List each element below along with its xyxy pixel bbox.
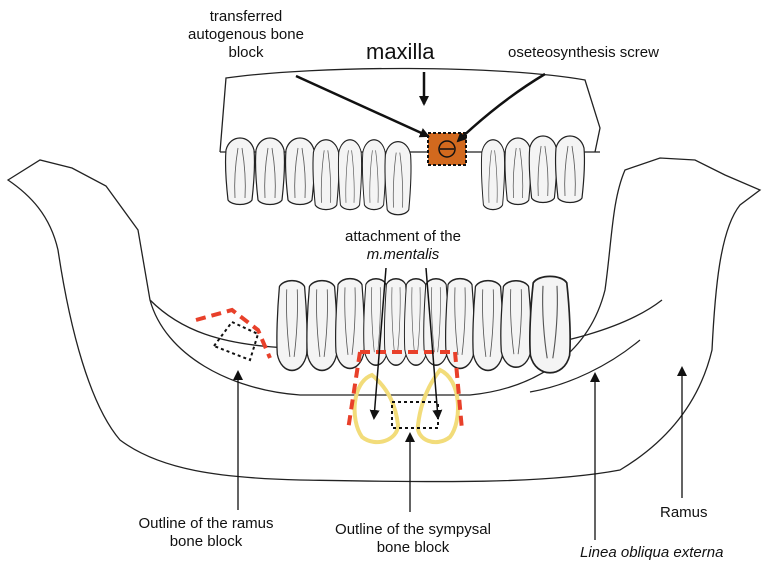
label-transferred-line2: autogenous bone (186, 26, 306, 44)
label-attachment-line2: m.mentalis (318, 246, 488, 264)
upper-teeth-right (481, 136, 584, 210)
lower-teeth (277, 276, 570, 372)
label-attachment-line1: attachment of the (318, 228, 488, 246)
label-screw: oseteosynthesis screw (508, 44, 659, 62)
label-transferred-line3: block (186, 44, 306, 62)
label-linea-obliqua: Linea obliqua externa (580, 544, 723, 562)
label-ramus-block-line1: Outline of the ramus (106, 515, 306, 533)
inner-curve-left (150, 300, 290, 348)
label-sympysal-block: Outline of the sympysal bone block (318, 521, 508, 557)
label-sympysal-line2: bone block (318, 539, 508, 557)
label-maxilla: maxilla (366, 40, 434, 64)
label-ramus-block: Outline of the ramus bone block (106, 515, 306, 551)
label-ramus-block-line2: bone block (106, 533, 306, 551)
symphyseal-cut-lines (348, 352, 462, 430)
upper-teeth-left (226, 138, 411, 215)
label-mentalis: attachment of the m.mentalis (318, 228, 488, 264)
ramus-block-outline (214, 322, 258, 360)
label-transferred-block: transferred autogenous bone block (186, 8, 306, 62)
label-ramus: Ramus (660, 504, 708, 522)
ramus-cut-lines (196, 310, 270, 358)
label-transferred-line1: transferred (186, 8, 306, 26)
label-sympysal-line1: Outline of the sympysal (318, 521, 508, 539)
